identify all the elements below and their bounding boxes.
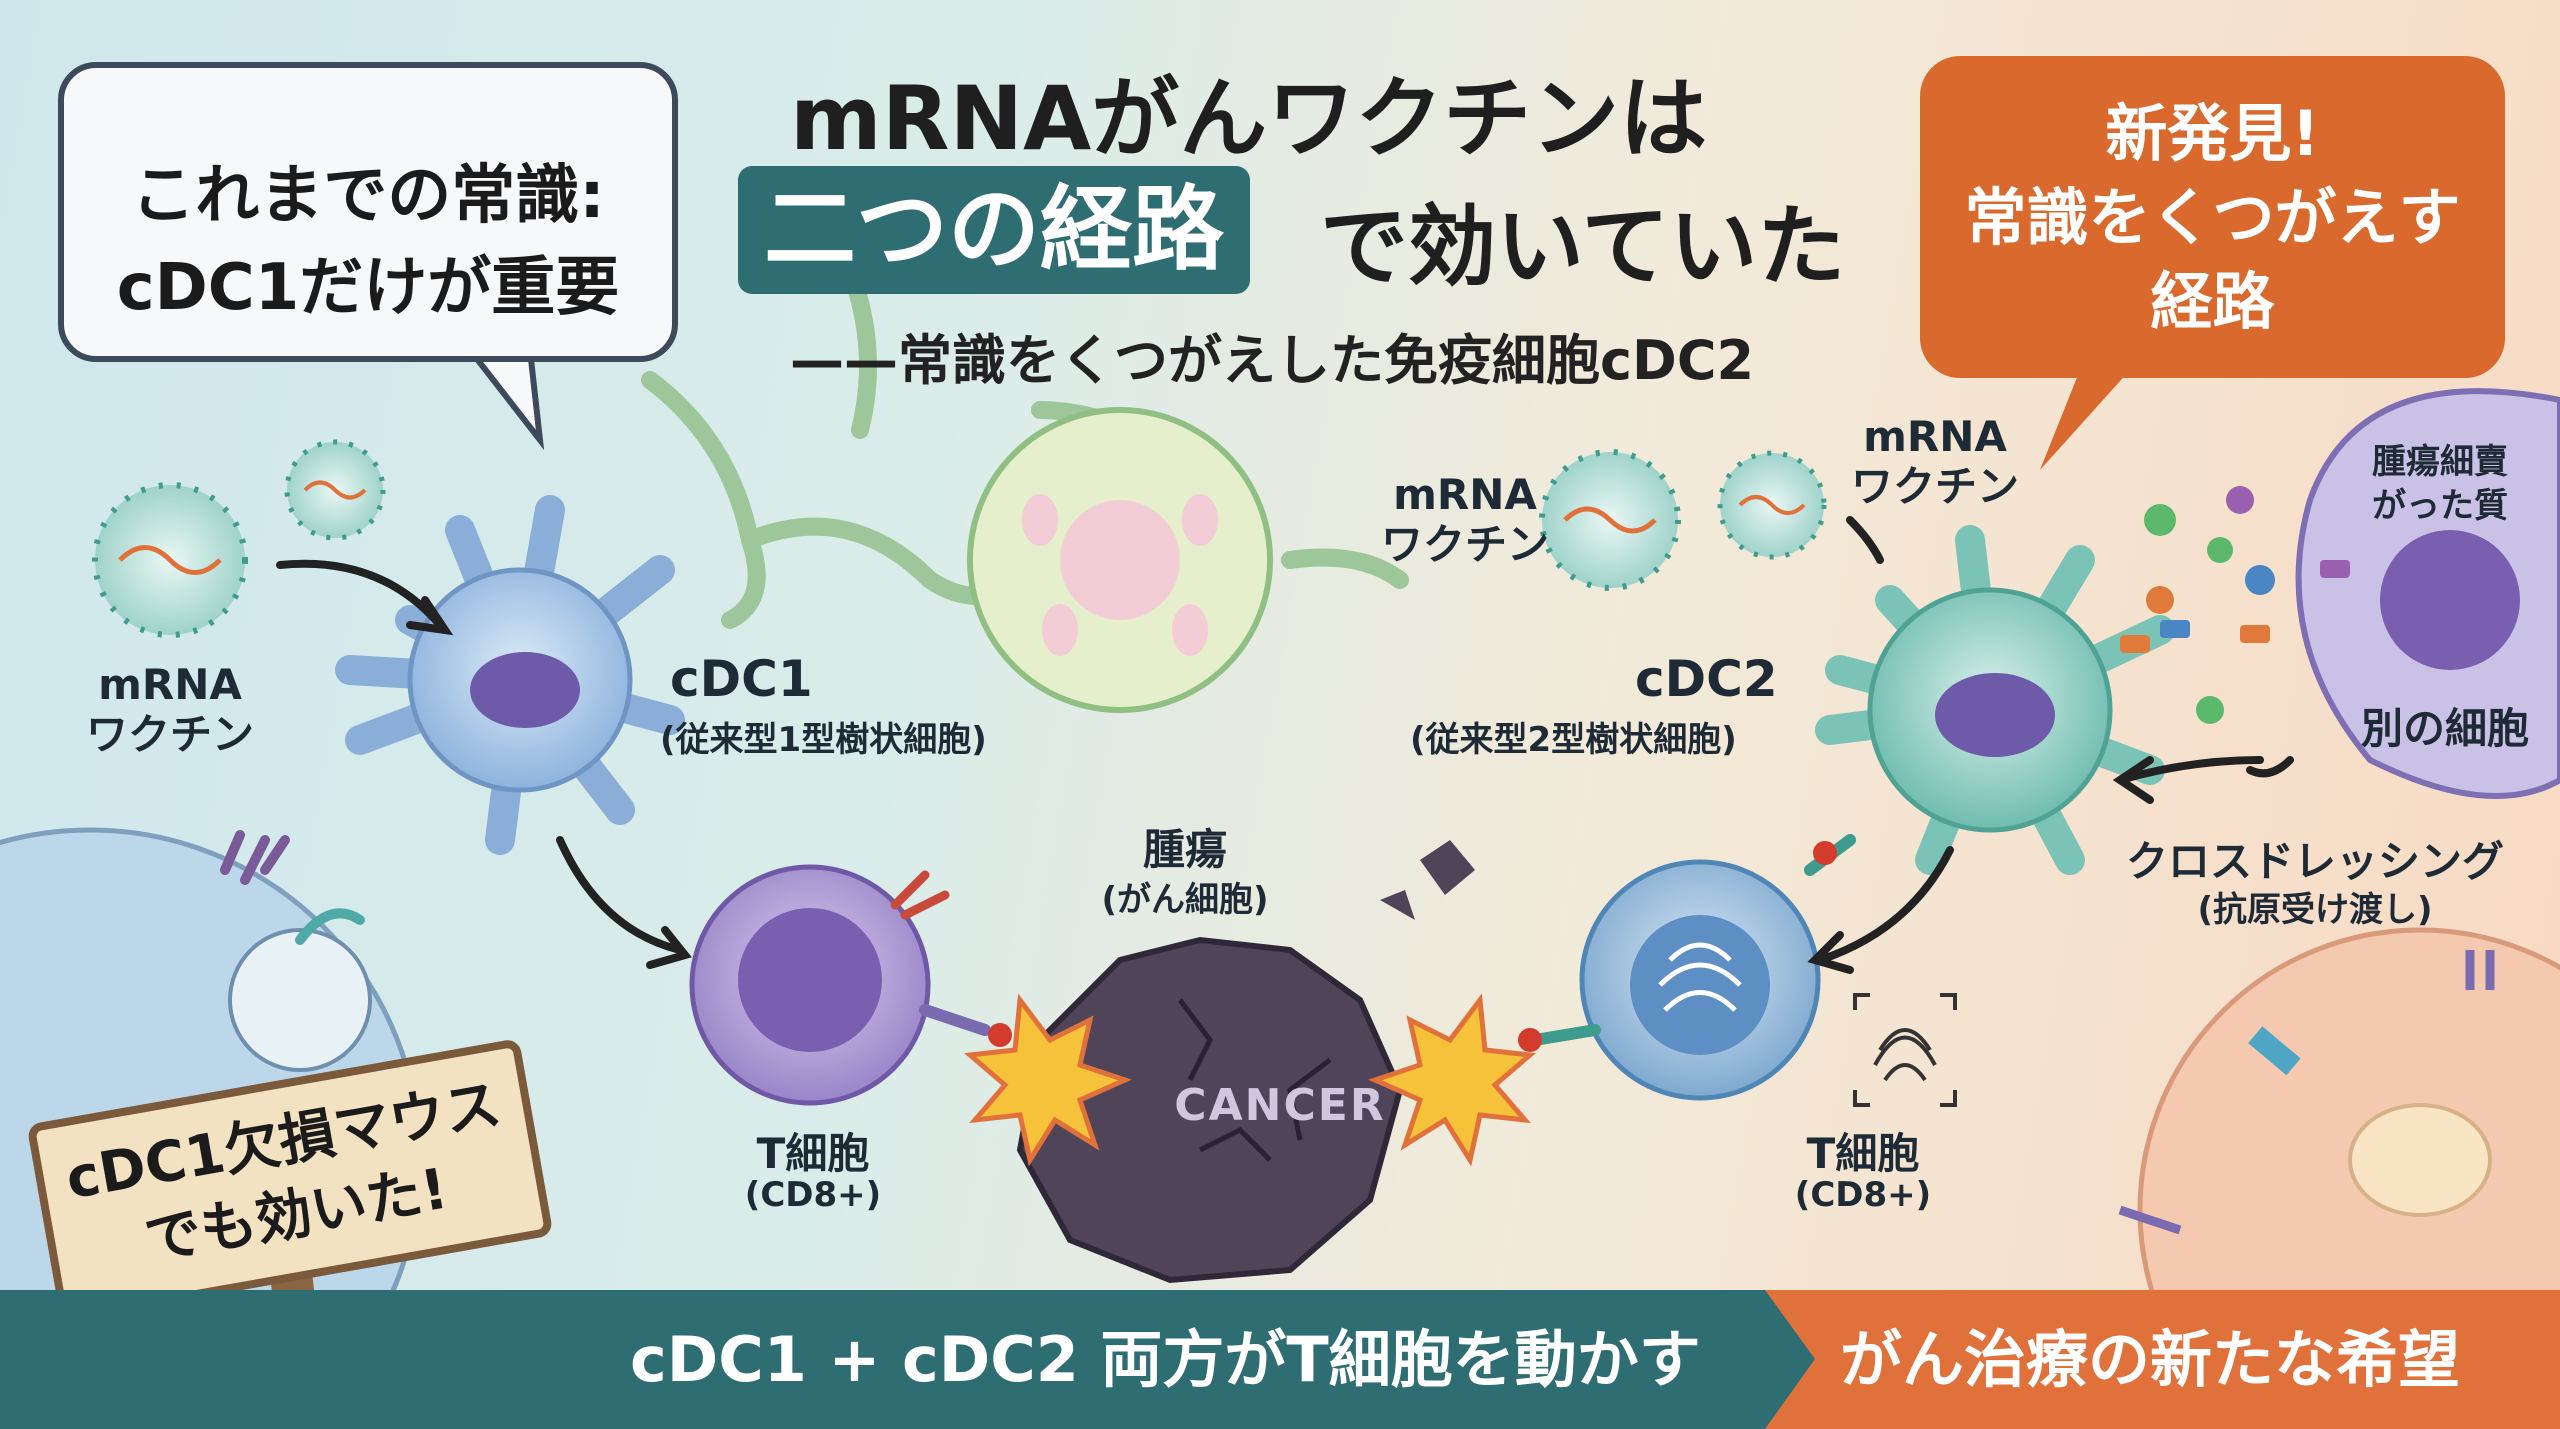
tumor-cell (1016, 840, 1475, 1284)
tcell-left-label: T細胞 (756, 1129, 870, 1178)
bottom-left-text: cDC1 + cDC2 両方がT細胞を動かす (630, 1323, 1701, 1396)
bottom-banner-right (1765, 1290, 2560, 1429)
mrna-label-right-line1: mRNA (1863, 412, 2007, 461)
tumor-spheroid (967, 407, 1273, 713)
tcell-right-label: T細胞 (1806, 1129, 1920, 1178)
other-cell-top-line1: 腫瘍細賣 (2372, 442, 2508, 482)
mrna-label-right: mRNA ワクチン (1840, 412, 2030, 512)
title-highlight: 二つの経路 (738, 166, 1251, 294)
mrna-label-left: mRNA ワクチン (70, 660, 270, 760)
cdc2-desc: (従来型2型樹状細胞) (1410, 720, 1737, 760)
bubble-right-line1: 新発見! (2105, 97, 2320, 170)
mrna-particle-mid (1539, 449, 1681, 591)
mrna-label-mid-line1: mRNA (1393, 470, 1537, 519)
tcell-right (1518, 834, 1856, 1101)
other-cell-top-line2: がった質 (2372, 486, 2508, 526)
bubble-left-line1: これまでの常識: (131, 159, 605, 233)
fingerprint-icon (1853, 993, 1957, 1107)
subtitle: ——常識をくつがえした免疫細胞cDC2 (790, 329, 1755, 392)
cdc2-cell (1815, 525, 2175, 875)
mrna-particle-left (92, 482, 248, 638)
bubble-left-line2: cDC1だけが重要 (116, 251, 620, 325)
mrna-label-mid: mRNA ワクチン (1370, 470, 1560, 570)
bottom-chevron (1765, 1290, 1815, 1429)
tcell-left-desc: (CD8+) (744, 1175, 882, 1215)
other-cell (2295, 388, 2560, 799)
bubble-right-tail (2040, 370, 2130, 470)
mrna-particle-left-small (284, 439, 386, 541)
tumor-desc: (がん細胞) (1101, 880, 1269, 920)
cross-dressing-label: クロスドレッシング (2125, 837, 2504, 886)
cancer-label: CANCER (1174, 1080, 1386, 1131)
cdc1-label: cDC1 (670, 650, 813, 708)
cdc1-desc: (従来型1型樹状細胞) (660, 720, 987, 760)
bottom-right-text: がん治療の新たな希望 (1840, 1323, 2461, 1396)
other-cell-label: 別の細胞 (2360, 704, 2529, 753)
other-cell-top-label: 腫瘍細賣 がった質 (2345, 440, 2535, 528)
mrna-particle-right (1717, 450, 1827, 560)
bubble-right (1920, 56, 2505, 378)
bubble-left (58, 62, 678, 362)
bubble-left-tail (463, 347, 545, 451)
cdc1-cell (335, 495, 685, 855)
cross-dressing-desc: (抗原受け渡し) (2197, 890, 2433, 930)
bubble-right-line2: 常識をくつがえす (1964, 181, 2461, 254)
bubble-right-text: 新発見! 常識をくつがえす 経路 (1920, 92, 2505, 344)
burst-right (1368, 993, 1536, 1167)
title-line1: mRNAがんワクチンは (790, 67, 1708, 170)
flow-arrows (276, 516, 2294, 974)
bottom-banner-left (0, 1290, 1765, 1429)
burst-left (964, 993, 1132, 1167)
mrna-label-left-line1: mRNA (98, 660, 242, 709)
tcell-right-desc: (CD8+) (1794, 1175, 1932, 1215)
antigen-fragments (2120, 486, 2350, 724)
bubble-right-line3: 経路 (2150, 265, 2275, 338)
tcell-left (689, 864, 1012, 1106)
mrna-label-left-line2: ワクチン (85, 710, 254, 759)
title-line2: で効いていた (1320, 195, 1846, 298)
mrna-label-right-line2: ワクチン (1850, 462, 2019, 511)
cdc2-label: cDC2 (1635, 650, 1778, 708)
mrna-label-mid-line2: ワクチン (1380, 520, 1549, 569)
bubble-left-text: これまでの常識: cDC1だけが重要 (58, 150, 678, 334)
tumor-label: 腫瘍 (1142, 825, 1227, 874)
